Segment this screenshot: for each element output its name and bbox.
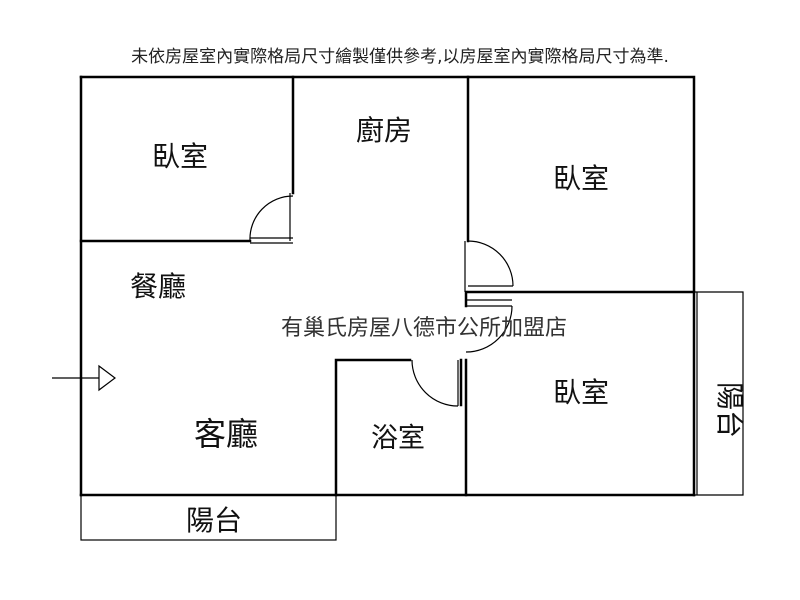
balcony-right bbox=[694, 291, 744, 496]
balcony-right-outline bbox=[694, 291, 744, 496]
balcony-bottom bbox=[80, 494, 337, 541]
label-bedroom-top-left: 臥室 bbox=[152, 140, 208, 173]
interior-walls bbox=[79, 75, 696, 497]
label-dining: 餐廳 bbox=[130, 270, 186, 303]
disclaimer-text: 未依房屋室內實際格局尺寸繪製僅供參考,以房屋室內實際格局尺寸為準. bbox=[131, 47, 669, 67]
door-bedroom-bottom-right bbox=[465, 299, 513, 353]
door-arc bbox=[467, 240, 514, 287]
entrance-arrow-icon bbox=[52, 364, 116, 392]
door-bedroom-top-right bbox=[464, 240, 514, 292]
label-bedroom-top-right: 臥室 bbox=[553, 162, 609, 195]
label-balcony-bottom: 陽台 bbox=[186, 504, 242, 537]
wall-bathroom bbox=[334, 358, 412, 497]
door-arc bbox=[411, 359, 459, 407]
label-balcony-right: 陽台 bbox=[713, 382, 746, 438]
label-bathroom: 浴室 bbox=[371, 423, 425, 454]
label-bedroom-bottom-right: 臥室 bbox=[553, 376, 609, 409]
door-bedroom-top-left bbox=[249, 193, 294, 244]
label-kitchen: 廚房 bbox=[356, 114, 412, 147]
watermark-text: 有巢氏房屋八德市公所加盟店 bbox=[281, 316, 567, 341]
balcony-bottom-outline bbox=[80, 494, 337, 541]
arrow-head bbox=[98, 364, 116, 392]
door-arc bbox=[249, 195, 294, 242]
label-living: 客廳 bbox=[194, 415, 258, 453]
wall-outer-top-right bbox=[79, 75, 696, 497]
door-arc bbox=[465, 305, 513, 353]
door-bathroom bbox=[411, 359, 459, 407]
